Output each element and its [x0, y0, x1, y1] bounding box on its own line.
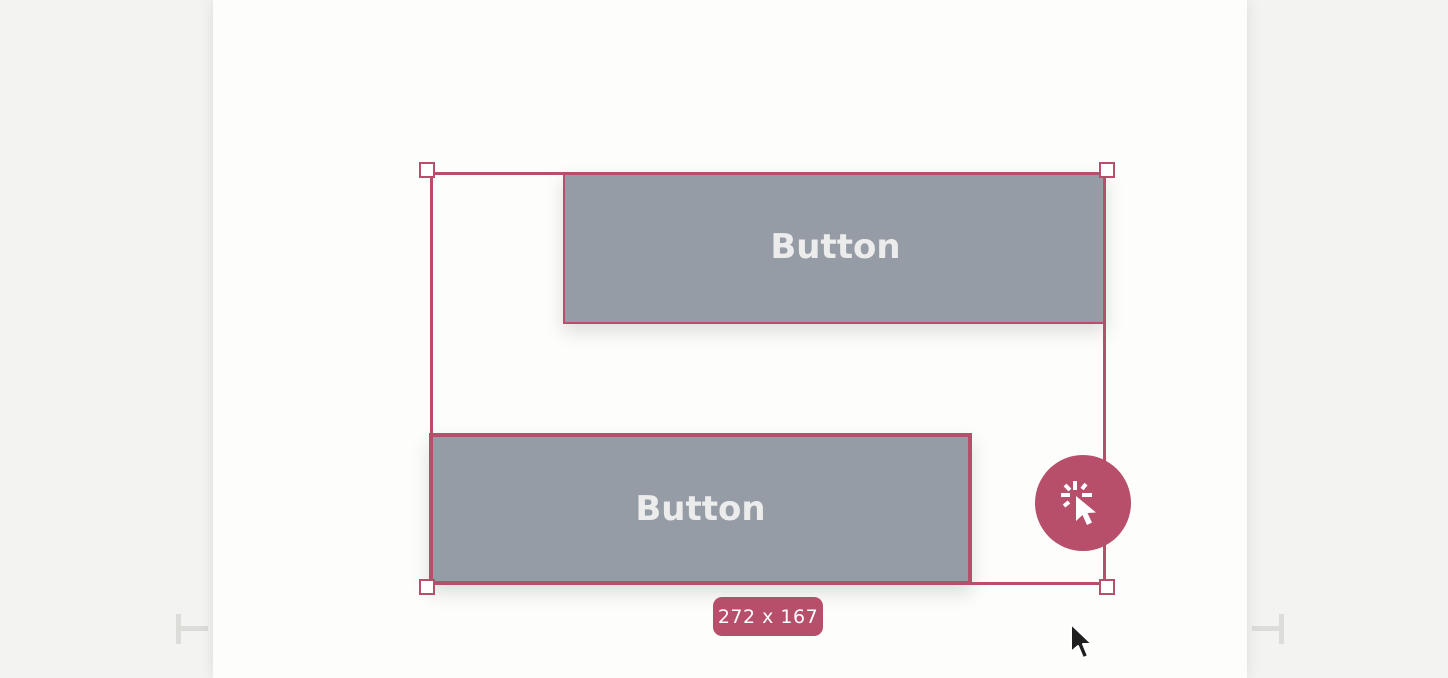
resize-handle-bottom-left[interactable] — [419, 579, 435, 595]
resize-handle-top-right[interactable] — [1099, 162, 1115, 178]
resize-handle-top-left[interactable] — [419, 162, 435, 178]
resize-handle-bottom-right[interactable] — [1099, 579, 1115, 595]
ruler-start-marker-icon — [176, 614, 208, 644]
mouse-pointer-icon — [1069, 622, 1095, 662]
interaction-button[interactable] — [1035, 455, 1131, 551]
selection-size-badge: 272 x 167 — [713, 597, 823, 636]
cursor-click-icon — [1061, 481, 1096, 525]
button-bottom[interactable]: Button — [429, 433, 972, 585]
ruler-end-marker-icon — [1252, 614, 1284, 644]
button-top[interactable]: Button — [563, 172, 1106, 324]
button-bottom-label: Button — [635, 489, 766, 529]
button-top-label: Button — [770, 227, 901, 267]
